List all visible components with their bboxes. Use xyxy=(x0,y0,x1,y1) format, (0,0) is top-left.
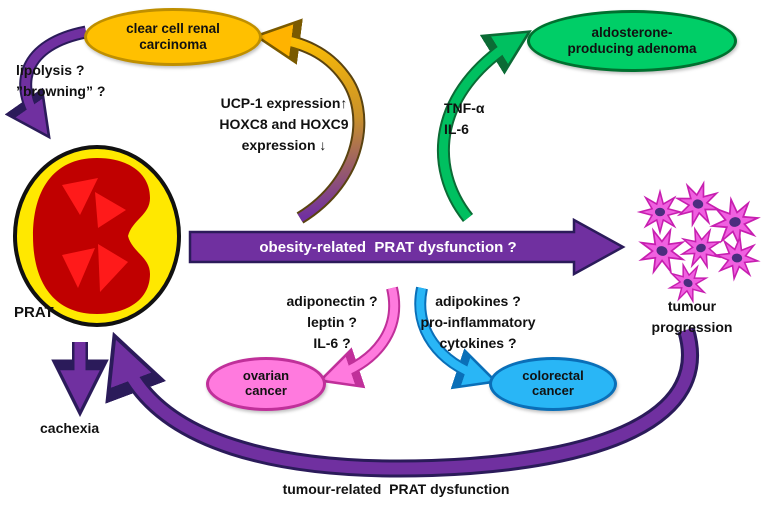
annotation-line: ”browning” ? xyxy=(16,83,106,99)
tumour-progression-label: tumour progression xyxy=(622,296,762,338)
annotation-line: adipokines ? xyxy=(435,293,521,309)
annotation-line: HOXC8 and HOXC9 xyxy=(219,116,349,132)
tnf-il6-arrow xyxy=(436,30,532,223)
annotation-line: TNF-α xyxy=(444,100,485,116)
annotation-line: IL-6 xyxy=(444,121,469,137)
node-label-line: aldosterone- xyxy=(591,25,673,41)
node-label-line: clear cell renal xyxy=(126,21,220,37)
tumour-related-arrow xyxy=(105,327,700,478)
cachexia-label: cachexia xyxy=(40,420,100,436)
obesity-dysfunction-arrow xyxy=(188,217,626,277)
annotation-line: pro-inflammatory xyxy=(420,314,536,330)
prat-kidney-figure xyxy=(13,145,181,327)
node-colorectal-cancer: colorectal cancer xyxy=(489,357,617,411)
tnf-annotation: TNF-α IL-6 xyxy=(444,98,484,140)
node-label-line: carcinoma xyxy=(139,37,207,52)
annotation-line: lipolysis ? xyxy=(16,62,85,78)
annotation-line: IL-6 ? xyxy=(313,335,351,351)
node-label-line: cancer xyxy=(532,383,574,398)
annotation-line: leptin ? xyxy=(307,314,357,330)
label-line: progression xyxy=(651,319,733,335)
node-label-line: colorectal xyxy=(522,368,584,384)
annotation-line: adiponectin ? xyxy=(286,293,378,309)
node-label-line: ovarian xyxy=(242,368,290,384)
node-label-line: cancer xyxy=(245,383,287,398)
annotation-line: expression ↓ xyxy=(241,137,327,153)
ucp-hoxc-arrow xyxy=(253,18,366,224)
ovarian-arrow xyxy=(317,286,401,389)
node-label-line: producing adenoma xyxy=(567,41,697,56)
obesity-dysfunction-label: obesity-related PRAT dysfunction ? xyxy=(259,238,517,256)
node-ovarian-cancer: ovarian cancer xyxy=(206,357,326,411)
node-clear-cell-renal-carcinoma: clear cell renal carcinoma xyxy=(84,8,262,66)
colorectal-factors-annotation: adipokines ? pro-inflammatory cytokines … xyxy=(408,291,548,354)
node-aldosterone-producing-adenoma: aldosterone- producing adenoma xyxy=(527,10,737,72)
prat-label: PRAT xyxy=(14,304,54,321)
colorectal-arrow xyxy=(414,286,499,390)
label-line: tumour xyxy=(667,298,717,314)
tumour-cells xyxy=(632,177,763,310)
tumour-related-caption: tumour-related PRAT dysfunction xyxy=(282,481,510,497)
lipolysis-annotation: lipolysis ? ”browning” ? xyxy=(16,60,105,102)
ovarian-factors-annotation: adiponectin ? leptin ? IL-6 ? xyxy=(272,291,392,354)
annotation-line: cytokines ? xyxy=(439,335,517,351)
lipolysis-arrow xyxy=(4,25,88,140)
ucp-annotation: UCP-1 expression↑ HOXC8 and HOXC9 expres… xyxy=(198,93,370,156)
annotation-line: UCP-1 expression↑ xyxy=(220,95,348,111)
